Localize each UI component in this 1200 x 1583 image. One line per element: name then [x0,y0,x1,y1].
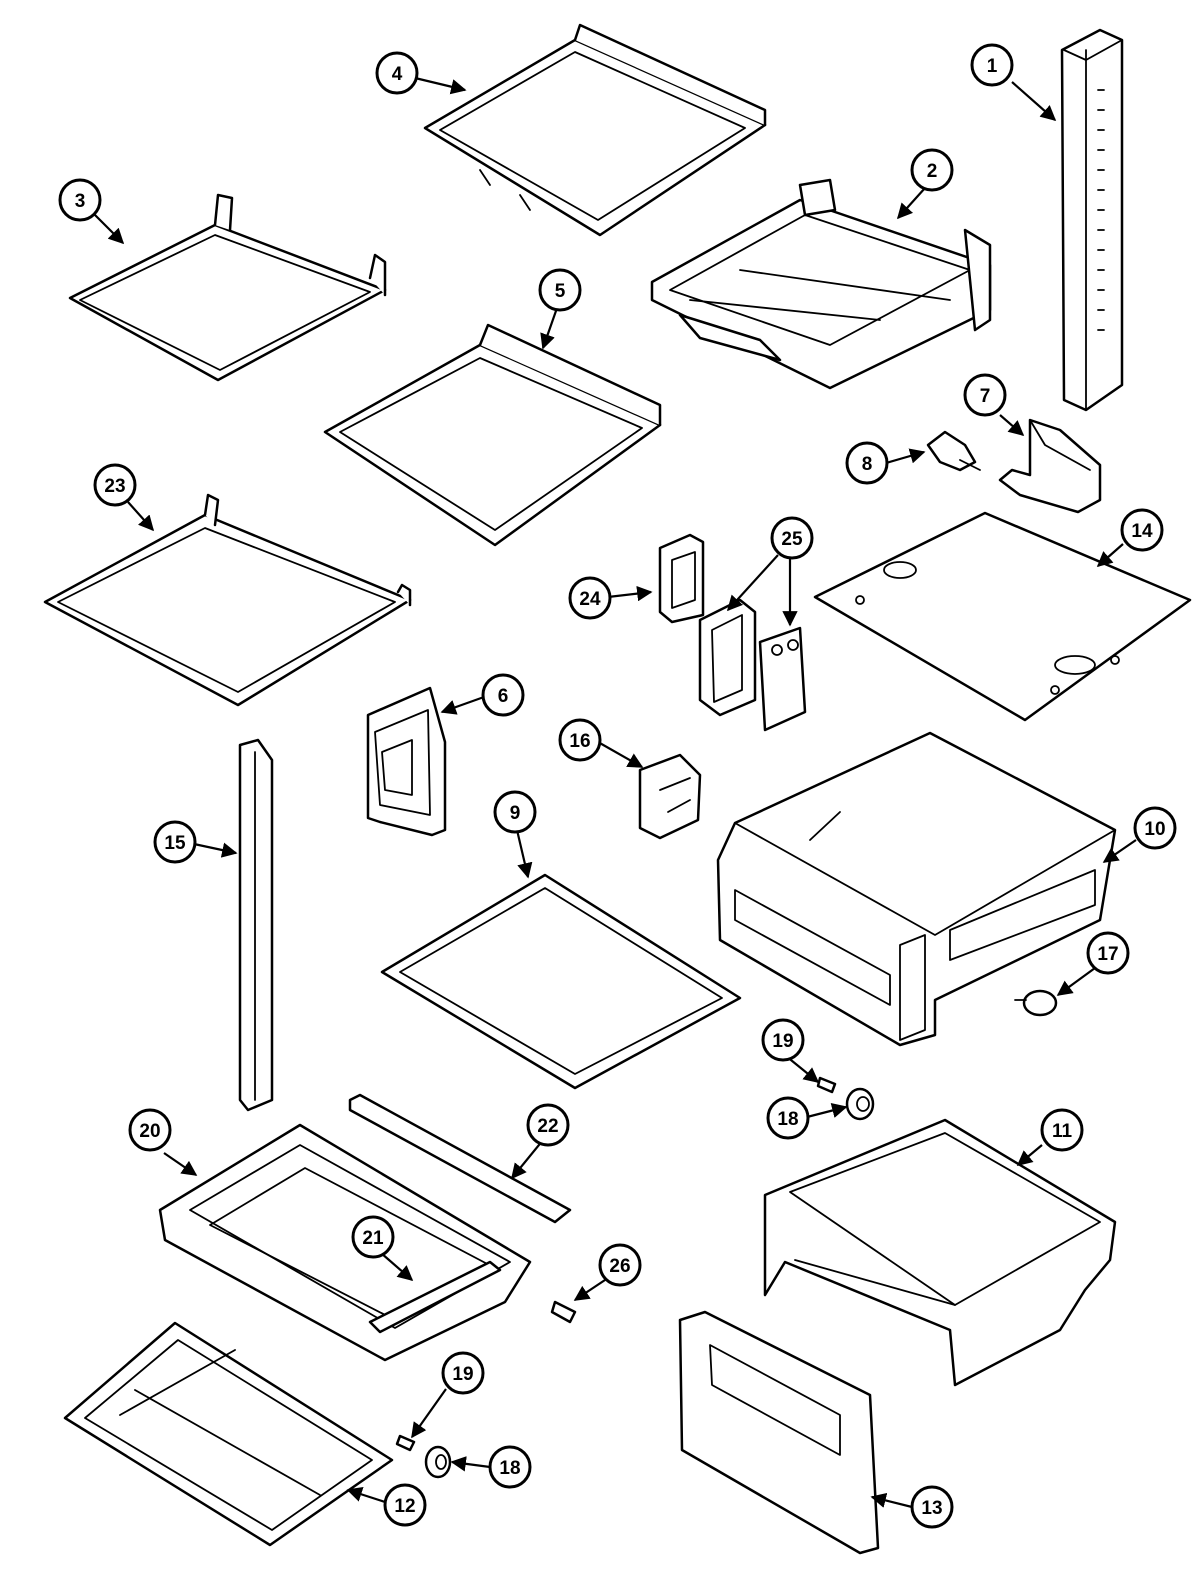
svg-text:5: 5 [555,281,566,302]
callout-25: 25 [770,516,814,560]
callout-3: 3 [58,178,102,222]
part-15-divider-strip [238,738,274,1112]
svg-text:19: 19 [772,1031,793,1052]
svg-text:11: 11 [1052,1121,1073,1142]
part-19-screw-lower [395,1434,416,1452]
svg-text:14: 14 [1131,521,1153,542]
callout-18-lower: 18 [488,1445,532,1489]
part-18-bushing-upper [845,1087,875,1121]
part-22-rail [348,1093,572,1224]
part-11-crisper-bin [763,1118,1117,1387]
callout-11: 11 [1040,1108,1084,1152]
part-9-glass-shelf [380,873,742,1090]
svg-text:20: 20 [139,1121,160,1142]
callout-9: 9 [493,790,537,834]
callout-17: 17 [1086,931,1130,975]
callout-22: 22 [526,1103,570,1147]
svg-text:1: 1 [987,56,998,77]
callout-6: 6 [481,673,525,717]
part-12-tray [63,1321,394,1547]
svg-text:3: 3 [75,191,86,212]
part-18-bushing-lower [424,1445,452,1479]
callout-12: 12 [383,1483,427,1527]
part-1-shelf-ladder-rail [1060,28,1124,412]
part-21-rail [368,1260,502,1334]
svg-text:21: 21 [362,1228,384,1249]
svg-text:13: 13 [921,1498,942,1519]
part-14-crisper-cover [813,511,1192,722]
callout-4: 4 [375,51,419,95]
part-10-crisper-box [716,731,1117,1047]
callout-14: 14 [1120,508,1164,552]
svg-text:22: 22 [537,1116,558,1137]
svg-text:25: 25 [781,529,803,550]
svg-text:26: 26 [609,1256,630,1277]
part-24-cover-plate [658,533,705,624]
callout-10: 10 [1133,806,1177,850]
svg-text:12: 12 [394,1496,415,1517]
part-4-glass-shelf [423,23,767,237]
svg-text:9: 9 [510,803,521,824]
callout-16: 16 [558,718,602,762]
part-7-bracket [998,418,1102,514]
part-26-screw [550,1300,577,1324]
leader-lines [94,76,1137,1509]
callout-1: 1 [970,43,1014,87]
callout-13: 13 [910,1485,954,1529]
callout-8: 8 [845,441,889,485]
callout-26: 26 [598,1243,642,1287]
callout-19-lower: 19 [441,1351,485,1395]
part-19-screw-upper [816,1076,837,1094]
svg-text:8: 8 [862,454,873,475]
svg-text:16: 16 [569,731,590,752]
callout-24: 24 [568,576,612,620]
callout-2: 2 [910,148,954,192]
svg-text:15: 15 [164,833,186,854]
svg-text:23: 23 [104,476,125,497]
callout-18-upper: 18 [766,1096,810,1140]
callout-15: 15 [153,820,197,864]
part-8-pin [926,430,981,472]
callout-21: 21 [351,1215,395,1259]
svg-text:17: 17 [1097,944,1118,965]
part-2-shelf-frame [650,178,992,390]
svg-text:19: 19 [452,1364,473,1385]
part-13-drawer-front [678,1310,880,1555]
svg-text:18: 18 [499,1458,520,1479]
part-3-wire-shelf [68,193,387,382]
svg-text:6: 6 [498,686,509,707]
callout-19-upper: 19 [761,1018,805,1062]
callout-5: 5 [538,268,582,312]
svg-text:2: 2 [927,161,938,182]
svg-text:18: 18 [777,1109,798,1130]
svg-text:10: 10 [1144,819,1165,840]
part-17-screw [1014,989,1058,1017]
part-23-wire-shelf [43,493,412,707]
part-6-housing [366,686,447,837]
callout-23: 23 [93,463,137,507]
part-5-glass-shelf [323,323,662,547]
part-16-clip [638,753,702,840]
svg-text:24: 24 [579,589,601,610]
part-25-gasket [698,598,807,732]
callout-20: 20 [128,1108,172,1152]
svg-text:7: 7 [980,386,991,407]
svg-text:4: 4 [392,64,403,85]
callout-7: 7 [963,373,1007,417]
